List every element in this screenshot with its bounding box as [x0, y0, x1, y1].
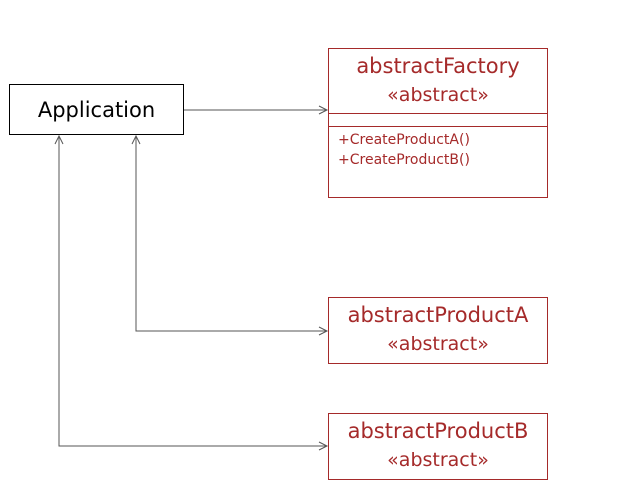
- connector-product-b-to-app: [58, 136, 327, 447]
- arrowhead-product-a: [318, 326, 329, 336]
- abstract-product-a-name: abstractProductA: [347, 303, 529, 327]
- abstract-factory-class: abstractFactory «abstract» +CreateProduc…: [328, 48, 548, 198]
- abstract-factory-attributes: [329, 114, 547, 127]
- application-node: Application: [9, 84, 184, 135]
- connector-product-a-to-app: [135, 136, 327, 332]
- abstract-factory-header: abstractFactory «abstract»: [329, 49, 547, 114]
- abstract-product-a-stereotype: «abstract»: [387, 333, 489, 355]
- operation-create-product-b: +CreateProductB(): [338, 152, 470, 168]
- abstract-product-b-stereotype: «abstract»: [387, 449, 489, 471]
- abstract-factory-stereotype: «abstract»: [387, 84, 489, 106]
- abstract-factory-operations: +CreateProductA() +CreateProductB(): [329, 127, 547, 170]
- arrowhead-app-from-product-a: [131, 134, 141, 145]
- abstract-product-b-class: abstractProductB «abstract»: [328, 413, 548, 480]
- abstract-product-a-class: abstractProductA «abstract»: [328, 297, 548, 364]
- abstract-factory-name: abstractFactory: [356, 54, 520, 78]
- abstract-product-b-name: abstractProductB: [347, 419, 529, 443]
- arrowhead-app-from-product-b: [54, 134, 64, 145]
- application-label: Application: [37, 97, 156, 122]
- arrowhead-factory: [318, 105, 329, 115]
- operation-create-product-a: +CreateProductA(): [338, 132, 470, 148]
- arrowhead-product-b: [318, 441, 329, 451]
